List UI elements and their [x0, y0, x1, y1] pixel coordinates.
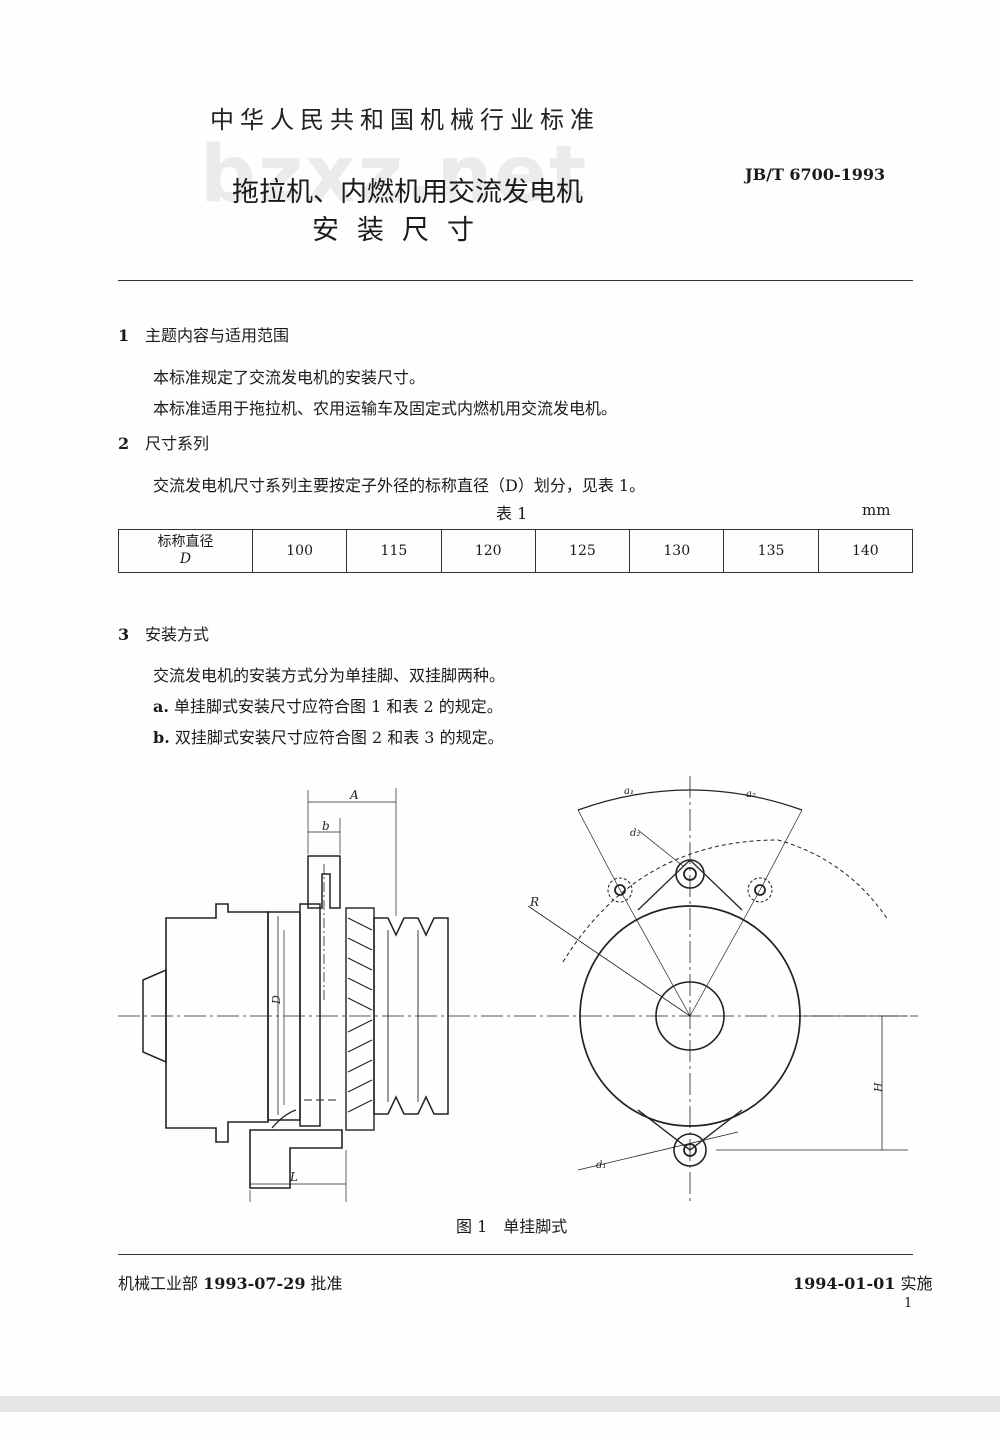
table1-header-text: 标称直径	[157, 534, 214, 550]
table1-cell: 140	[817, 529, 914, 573]
table1-header-symbol: D	[179, 551, 192, 567]
impl-label: 实施	[900, 1274, 933, 1293]
table1-cell: 125	[534, 529, 631, 573]
figure1-caption: 图 1 单挂脚式	[456, 1217, 568, 1236]
page-number: 1	[904, 1296, 913, 1311]
table-row: 标称直径 D 100 115 120 125 130 135 140	[118, 529, 914, 573]
section1-title: 主题内容与适用范围	[145, 326, 290, 345]
label-b: b	[322, 819, 330, 833]
table1-cell: 130	[629, 529, 725, 573]
front-view: R a₁ a₂ d₂ d₁ H	[527, 776, 908, 1202]
figure1-drawing: D A b L	[118, 776, 918, 1202]
approve-label: 批准	[310, 1274, 343, 1293]
table1-cell: 100	[251, 529, 348, 573]
footer-rule	[118, 1254, 913, 1255]
section2-paragraph1: 交流发电机尺寸系列主要按定子外径的标称直径（D）划分，见表 1。	[153, 476, 646, 495]
label-a1: a₁	[624, 786, 634, 797]
label-d2: d₂	[630, 828, 640, 839]
label-d1: d₁	[596, 1160, 606, 1171]
approval-info: 机械工业部 1993-07-29 批准	[118, 1270, 343, 1294]
section3-title: 安装方式	[145, 625, 210, 644]
section3-heading: 3 安装方式	[118, 621, 209, 645]
table1-cell: 135	[723, 529, 819, 573]
impl-date: 1994-01-01	[793, 1274, 896, 1293]
table1-unit: mm	[862, 501, 891, 519]
label-a2: a₂	[746, 789, 756, 800]
header-rule	[118, 280, 913, 281]
item-a-text: 单挂脚式安装尺寸应符合图 1 和表 2 的规定。	[174, 697, 503, 716]
table1-header-cell: 标称直径 D	[118, 529, 253, 573]
label-R: R	[529, 895, 539, 909]
section1-paragraph1: 本标准规定了交流发电机的安装尺寸。	[153, 368, 426, 387]
watermark: bzxz.net	[200, 130, 589, 220]
implementation-info: 1994-01-01 实施	[793, 1270, 932, 1294]
issuing-organization: 中华人民共和国机械行业标准	[210, 106, 600, 134]
section2-number: 2	[118, 434, 130, 453]
item-b-text: 双挂脚式安装尺寸应符合图 2 和表 3 的规定。	[174, 728, 504, 747]
standard-code: JB/T 6700-1993	[745, 165, 886, 184]
label-L: L	[289, 1170, 298, 1184]
section1-heading: 1 主题内容与适用范围	[118, 322, 289, 346]
side-view: D A b L	[118, 788, 918, 1202]
section2-title: 尺寸系列	[145, 434, 210, 453]
table1: 标称直径 D 100 115 120 125 130 135 140	[118, 529, 914, 573]
section3-item-a: a. 单挂脚式安装尺寸应符合图 1 和表 2 的规定。	[153, 693, 503, 717]
section3-item-b: b. 双挂脚式安装尺寸应符合图 2 和表 3 的规定。	[153, 724, 504, 748]
table1-caption: 表 1	[496, 504, 528, 523]
table1-cell: 115	[346, 529, 442, 573]
viewer-bottom-strip	[0, 1396, 1000, 1412]
label-A: A	[349, 788, 359, 802]
title-line2: 安装尺寸	[312, 215, 492, 246]
item-b-marker: b.	[153, 728, 170, 747]
section3-number: 3	[118, 625, 130, 644]
label-D: D	[270, 995, 283, 1005]
section2-heading: 2 尺寸系列	[118, 430, 209, 454]
ministry: 机械工业部	[118, 1274, 199, 1293]
label-H: H	[872, 1082, 885, 1093]
item-a-marker: a.	[153, 697, 169, 716]
title-line1: 拖拉机、内燃机用交流发电机	[232, 177, 583, 208]
approve-date: 1993-07-29	[203, 1274, 306, 1293]
section3-paragraph1: 交流发电机的安装方式分为单挂脚、双挂脚两种。	[153, 666, 506, 685]
section1-paragraph2: 本标准适用于拖拉机、农用运输车及固定式内燃机用交流发电机。	[153, 399, 618, 418]
section1-number: 1	[118, 326, 130, 345]
table1-cell: 120	[440, 529, 536, 573]
